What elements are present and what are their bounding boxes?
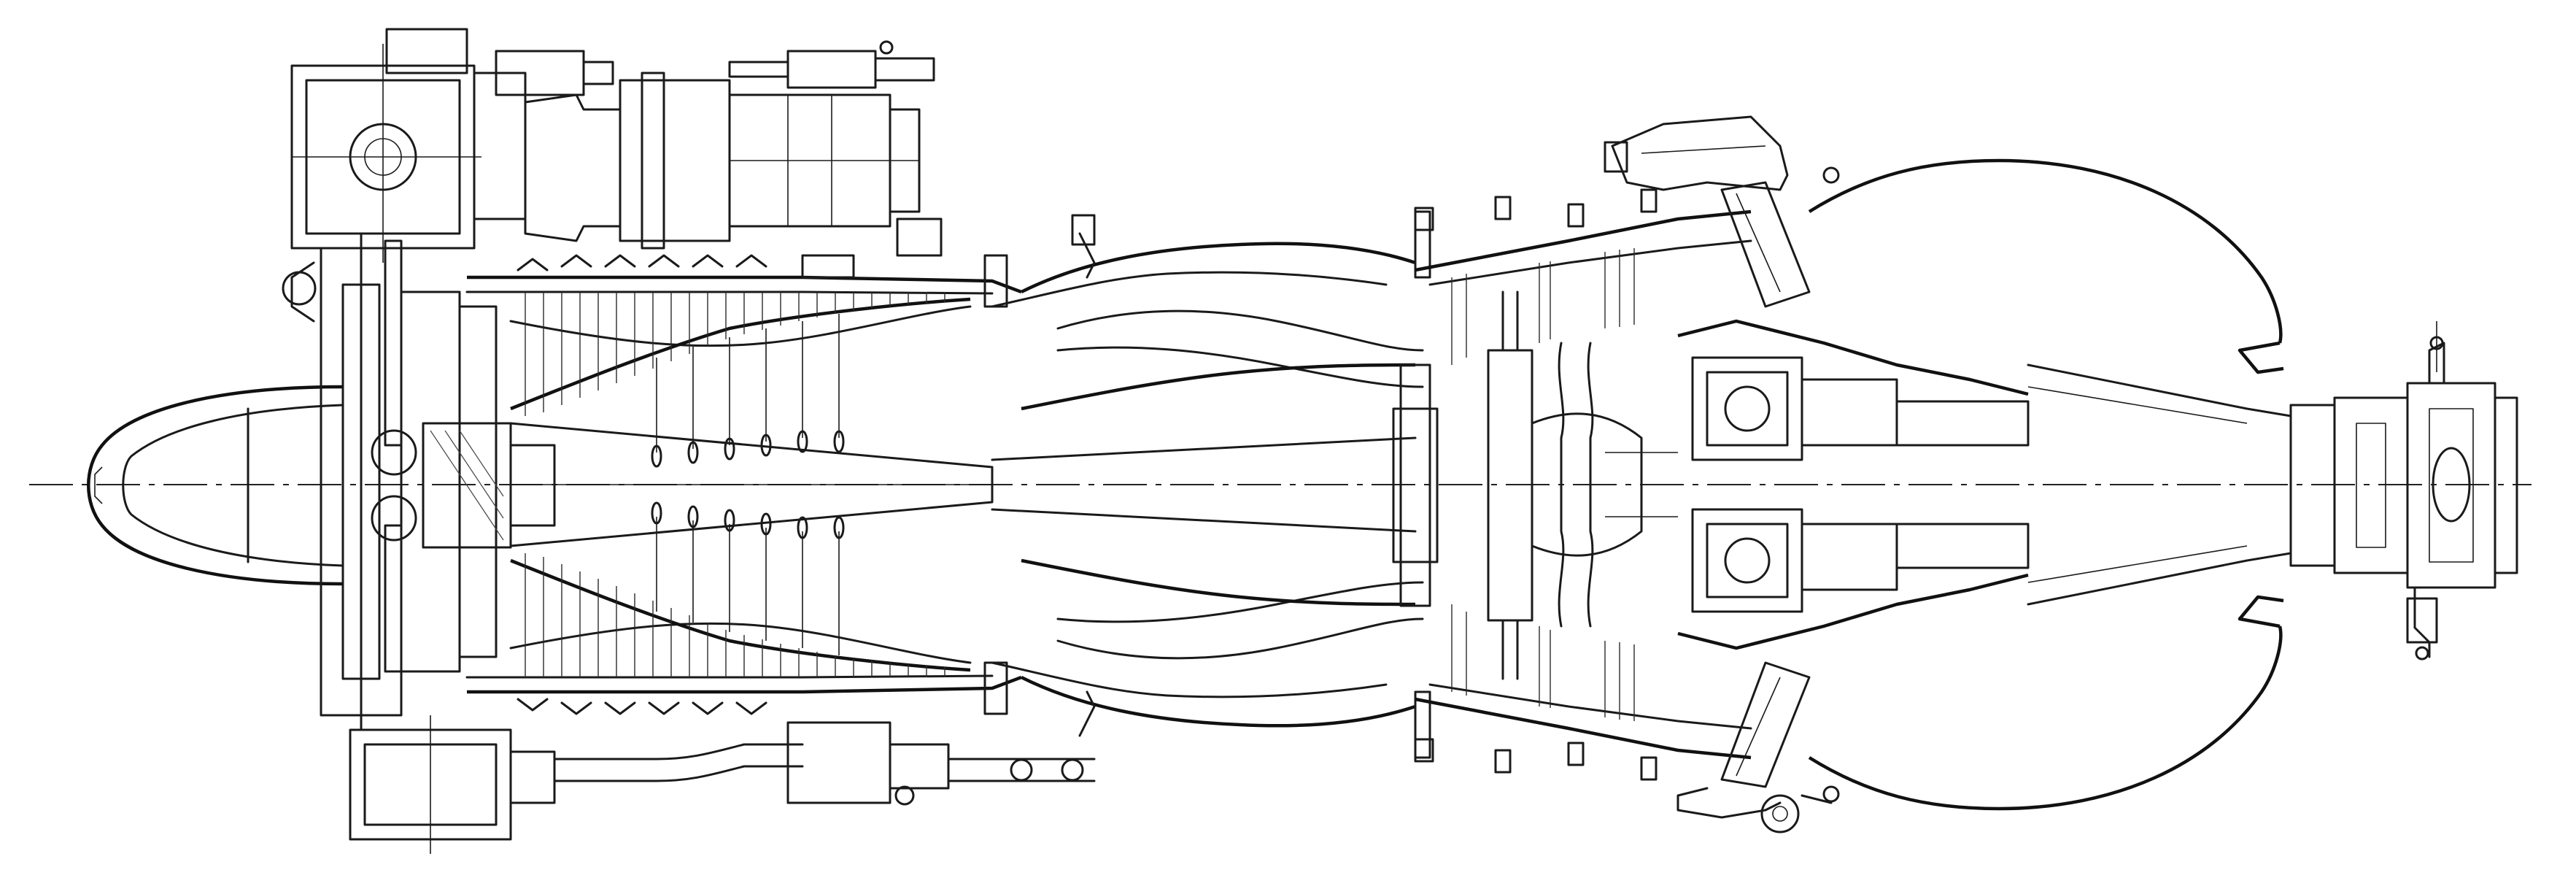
compressor-rotor [509,422,994,547]
turbine-section [1392,209,1752,760]
compressor-stage-discs [651,314,845,655]
output-drive-housing [2289,321,2518,661]
turbine-disc-2 [1487,290,1533,680]
top-sensor-housing [1604,115,1789,191]
variable-stator-actuators [517,254,855,715]
front-bearing-hub [422,422,556,549]
flange-bolts [1414,166,1840,803]
exhaust-frame [1677,181,2030,788]
turbine-disc-1 [1392,363,1439,607]
front-frame [282,232,498,731]
turbine-blades [1451,248,1635,721]
bottom-mount [1676,787,1833,833]
turbine-disc-3 [1558,342,1594,628]
radial-drive-shaft [371,239,417,673]
starter-unit [524,72,921,250]
accessory-gearbox-lower [349,715,1096,854]
combustor-section [983,210,1431,759]
inlet-nose-cone [87,385,344,586]
accessory-gearbox-upper [290,28,614,263]
fuel-control-unit [728,40,943,257]
exhaust-duct [1808,158,2292,811]
compressor-blades [525,292,945,677]
